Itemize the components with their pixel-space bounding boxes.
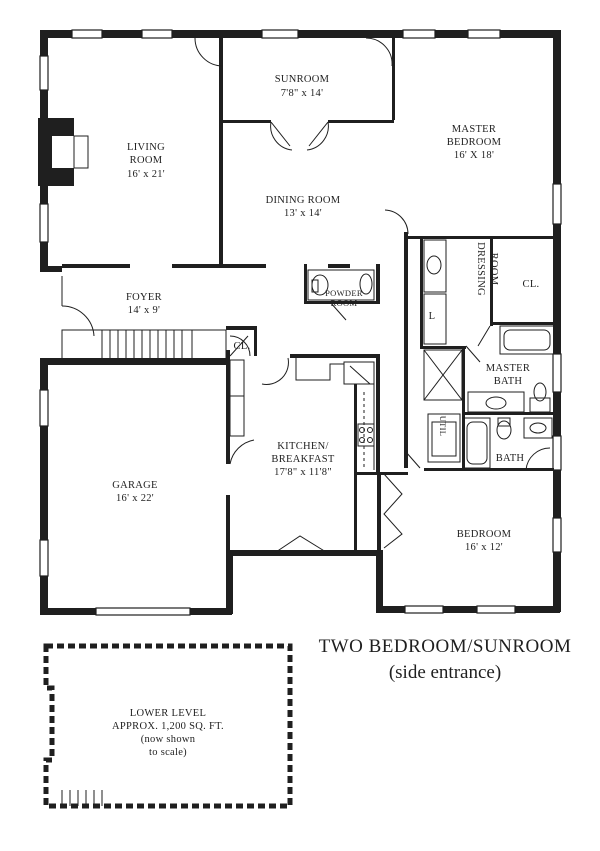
label-master-bath-name1: MASTER [486,363,530,374]
label-living-name1: LIVING [127,142,165,153]
label-powder-name2: ROOM [331,298,358,308]
label-master-name1: MASTER [452,124,496,135]
label-powder-name1: POWDER [325,288,363,298]
exterior-walls [38,30,561,615]
label-kitchen-name2: BREAKFAST [271,454,334,465]
label-master-name2: BEDROOM [447,137,502,148]
plan-title: TWO BEDROOM/SUNROOM [318,636,572,657]
label-lower-level-line2: APPROX. 1,200 SQ. FT. [112,721,224,732]
label-lower-level-line4: to scale) [149,747,187,758]
stairs [61,329,227,361]
label-bath: BATH [496,453,525,464]
label-closet-master: CL. [523,279,540,290]
label-bedroom-size: 16' x 12' [465,542,503,553]
lower-level-outline [43,643,293,809]
label-master-size: 16' X 18' [454,150,494,161]
label-foyer-name: FOYER [126,292,162,303]
label-dining-size: 13' x 14' [284,208,322,219]
door-swings [61,37,551,553]
label-sunroom-size: 7'8" x 14' [281,88,324,99]
label-kitchen-size: 17'8" x 11'8" [274,467,332,478]
label-garage-size: 16' x 22' [116,493,154,504]
label-lower-level-line3: (now shown [141,734,196,745]
label-lower-level-line1: LOWER LEVEL [130,708,207,719]
label-dressing-name1: DRESSING [475,242,486,296]
label-dining-name: DINING ROOM [266,195,341,206]
label-utility: UTIL [438,416,448,437]
label-living-size: 16' x 21' [127,169,165,180]
label-foyer-size: 14' x 9' [128,305,160,316]
label-garage-name: GARAGE [112,480,158,491]
room-labels: SUNROOM 7'8" x 14' LIVING ROOM 16' x 21'… [112,74,539,758]
label-sunroom-name: SUNROOM [275,74,330,85]
label-kitchen-name1: KITCHEN/ [277,441,328,452]
plan-subtitle: (side entrance) [388,662,502,683]
label-linen: L [429,311,436,322]
fixtures [73,135,555,470]
label-living-name2: ROOM [130,155,163,166]
label-bedroom-name: BEDROOM [457,529,512,540]
label-master-bath-name2: BATH [494,376,523,387]
label-closet-hall: CL. [234,341,251,352]
windows [39,29,562,616]
label-dressing-name2: ROOM [488,253,499,286]
